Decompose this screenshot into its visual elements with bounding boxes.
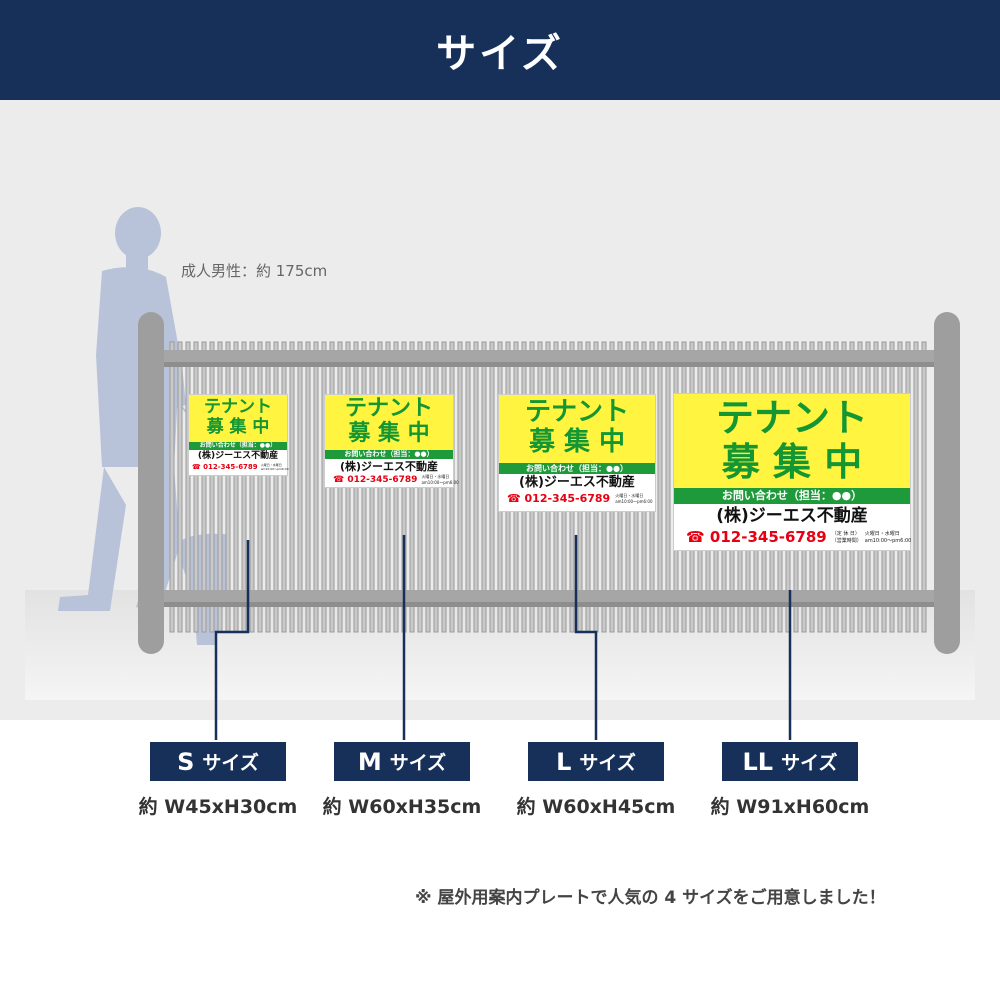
size-suffix: サイズ	[389, 752, 447, 774]
fence-bar	[481, 341, 487, 633]
sign-phone: ☎ 012-345-6789	[686, 528, 827, 546]
sign-hours: 火曜日・水曜日 am10:00〜pm6:00	[615, 492, 653, 504]
fence-bar	[185, 341, 191, 633]
fence-bar	[921, 341, 927, 633]
sign-title-line1: テナント	[524, 397, 629, 427]
sign-title-area: テナント 募 集 中	[674, 394, 910, 488]
size-label-m: M サイズ	[334, 742, 470, 781]
size-label-ll: LL サイズ	[722, 742, 858, 781]
sign-contact-row: ☎ 012-345-6789 火曜日・水曜日 am10:00〜pm6:00	[189, 463, 289, 471]
footnote: ※ 屋外用案内プレートで人気の 4 サイズをご用意しました！	[415, 888, 886, 908]
size-code: LL	[742, 747, 774, 776]
pointer-line-s	[214, 540, 250, 740]
sign-title-line2: 募 集 中	[721, 440, 863, 484]
sign-hours-keys: （定 休 日） （営業時間）	[831, 531, 862, 544]
sign-contact-bar: お問い合わせ（担当：●●）	[325, 450, 453, 459]
fence-bar	[297, 341, 303, 633]
sign-title-line2: 募 集 中	[528, 427, 626, 457]
fence-bar	[665, 341, 671, 633]
fence-bar	[305, 341, 311, 633]
sign-company: (株)ジーエス不動産	[716, 506, 868, 526]
fence-bar	[249, 341, 255, 633]
fence-bar	[473, 341, 479, 633]
sign-title-line1: テナント	[204, 397, 272, 417]
sign-size-ll: テナント 募 集 中 お問い合わせ（担当：●●） (株)ジーエス不動産 ☎ 01…	[673, 393, 911, 551]
fence-bar	[657, 341, 663, 633]
sign-contact-bar: お問い合わせ（担当：●●）	[499, 463, 655, 474]
sign-contact-row: ☎ 012-345-6789 （定 休 日） （営業時間） 火曜日・水曜日 am…	[674, 528, 912, 546]
sign-title-line2: 募 集 中	[348, 421, 430, 446]
sign-company: (株)ジーエス不動産	[519, 475, 635, 490]
fence-bar	[169, 341, 175, 633]
size-dimension-s: 約 W45xH30cm	[138, 796, 298, 818]
fence-bar	[289, 341, 295, 633]
sign-title-area: テナント 募 集 中	[189, 395, 287, 442]
sign-contact-bar: お問い合わせ（担当：●●）	[674, 488, 910, 504]
page-header: サイズ	[0, 0, 1000, 100]
fence-bar	[281, 341, 287, 633]
fence-bar	[913, 341, 919, 633]
sign-contact-bar: お問い合わせ（担当：●●）	[189, 442, 287, 450]
sign-phone: ☎ 012-345-6789	[333, 475, 418, 485]
fence-bar	[465, 341, 471, 633]
sign-title-area: テナント 募 集 中	[325, 395, 453, 450]
fence-bar	[265, 341, 271, 633]
sign-size-m: テナント 募 集 中 お問い合わせ（担当：●●） (株)ジーエス不動産 ☎ 01…	[324, 394, 459, 488]
page-title: サイズ	[436, 31, 564, 77]
fence-bar	[313, 341, 319, 633]
sign-hours: 火曜日・水曜日 am10:00〜pm6:00	[260, 463, 289, 471]
sign-company: (株)ジーエス不動産	[197, 451, 279, 461]
size-dimension-ll: 約 W91xH60cm	[710, 796, 870, 818]
fence-bar	[209, 341, 215, 633]
sign-title-line1: テナント	[715, 396, 868, 440]
fence-bar	[257, 341, 263, 633]
person-height-label: 成人男性：約 175cm	[181, 262, 328, 280]
pointer-line-l	[574, 535, 598, 740]
fence-bar	[201, 341, 207, 633]
sign-hours: 火曜日・水曜日 am10:00〜pm6:00	[421, 474, 459, 485]
sign-phone: ☎ 012-345-6789	[507, 492, 611, 505]
sign-title-line1: テナント	[344, 396, 433, 421]
size-suffix: サイズ	[202, 752, 259, 774]
sign-phone: ☎ 012-345-6789	[192, 463, 258, 471]
size-code: L	[556, 747, 572, 776]
sign-contact-row: ☎ 012-345-6789 火曜日・水曜日 am10:00〜pm6:00	[499, 492, 655, 505]
fence-bar	[177, 341, 183, 633]
fence-bar	[489, 341, 495, 633]
fence-bar	[273, 341, 279, 633]
size-label-l: L サイズ	[528, 742, 664, 781]
size-suffix: サイズ	[781, 752, 838, 774]
size-code: M	[357, 747, 382, 776]
fence-bar	[193, 341, 199, 633]
sign-title-area: テナント 募 集 中	[499, 395, 655, 463]
size-dimension-m: 約 W60xH35cm	[322, 796, 482, 818]
sign-title-line2: 募 集 中	[206, 417, 270, 437]
size-code: S	[177, 747, 195, 776]
size-dimension-l: 約 W60xH45cm	[516, 796, 676, 818]
sign-hours: 火曜日・水曜日 am10:00〜pm6:00	[864, 531, 912, 544]
fence-bar	[457, 341, 463, 633]
sign-company: (株)ジーエス不動産	[339, 460, 439, 473]
size-suffix: サイズ	[579, 752, 636, 774]
size-label-s: S サイズ	[150, 742, 286, 781]
sign-contact-row: ☎ 012-345-6789 火曜日・水曜日 am10:00〜pm6:00	[325, 474, 459, 486]
sign-size-l: テナント 募 集 中 お問い合わせ（担当：●●） (株)ジーエス不動産 ☎ 01…	[498, 394, 656, 512]
sign-size-s: テナント 募 集 中 お問い合わせ（担当：●●） (株)ジーエス不動産 ☎ 01…	[188, 394, 289, 476]
